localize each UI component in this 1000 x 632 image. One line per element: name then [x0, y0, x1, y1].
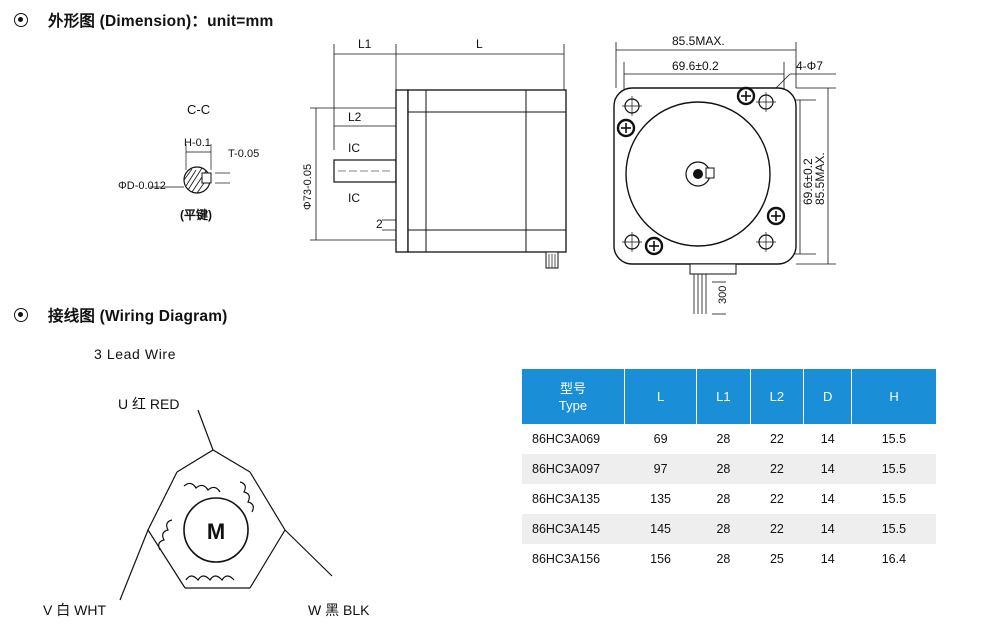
- wiring-title: 接线图 (Wiring Diagram): [48, 308, 228, 325]
- l1-label: L1: [358, 37, 372, 51]
- dimension-title: 外形图 (Dimension)：unit=mm: [48, 13, 274, 30]
- ic-top-label: IC: [348, 141, 360, 155]
- side-view-labels: L1 L L2 IC IC 2 Φ73-0.05: [302, 37, 483, 231]
- u-lead-label: U 红 RED: [118, 396, 180, 412]
- motor-symbol: M: [207, 519, 225, 544]
- pilot-diameter-label: Φ73-0.05: [302, 164, 314, 210]
- section-title: C-C: [187, 102, 211, 117]
- side-view-drawing: L1 L L2 IC IC 2 Φ73-0.05: [302, 37, 567, 269]
- l-label: L: [476, 37, 483, 51]
- l2-label: L2: [348, 110, 362, 124]
- header-l1: L1: [696, 369, 751, 424]
- vertical-max-label: 85.5MAX.: [813, 152, 827, 205]
- wiring-section-header: 接线图 (Wiring Diagram): [14, 304, 228, 326]
- vertical-pitch-label: 69.6±0.2: [801, 158, 815, 205]
- w-lead-label: W 黑 BLK: [308, 602, 370, 618]
- header-d: D: [803, 369, 853, 424]
- dimension-section-header: 外形图 (Dimension)：unit=mm: [14, 9, 273, 31]
- width-max-label: 85.5MAX.: [672, 34, 725, 48]
- header-l2: L2: [750, 369, 805, 424]
- ic-bottom-label: IC: [348, 191, 360, 205]
- wiring-subtitle: 3 Lead Wire: [94, 346, 177, 362]
- hole-pitch-label: 69.6±0.2: [672, 59, 719, 73]
- holes-label: 4-Φ7: [796, 59, 823, 73]
- front-view-drawing: 85.5MAX. 69.6±0.2 4-Φ7 69.6±0.2 85.5MAX.…: [613, 34, 836, 315]
- lead-length-label: 300: [717, 286, 729, 304]
- header-l: L: [624, 369, 698, 424]
- shaft-section-drawing: [150, 144, 230, 194]
- target-bullet-icon: [14, 308, 28, 322]
- v-lead-label: V 白 WHT: [43, 602, 106, 618]
- key-note: (平键): [180, 208, 212, 222]
- t-label: T-0.05: [228, 148, 260, 160]
- target-bullet-icon: [14, 13, 28, 27]
- d-label: ΦD-0.012: [118, 180, 166, 192]
- h-label: H-0.1: [184, 137, 211, 149]
- header-h: H: [851, 369, 936, 424]
- two-label: 2: [376, 217, 383, 231]
- wiring-schematic: M: [119, 409, 333, 601]
